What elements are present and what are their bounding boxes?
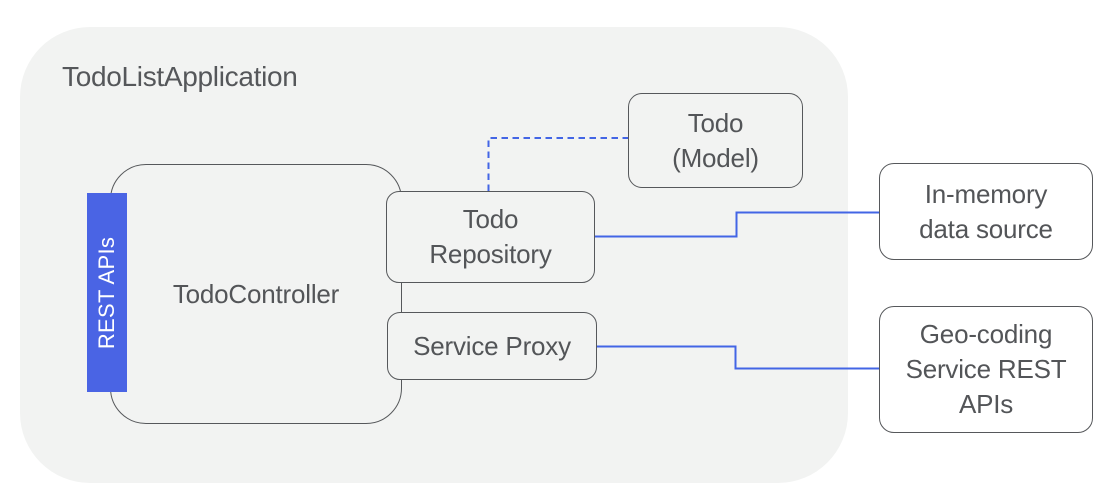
todo-controller-label: TodoController — [172, 278, 340, 309]
todo-repository-label: Todo Repository — [429, 204, 552, 269]
inmemory-data-source-label: In-memory data source — [919, 178, 1053, 244]
node-inmemory-data-source: In-memory data source — [879, 163, 1093, 260]
todo-model-label: Todo (Model) — [672, 107, 759, 173]
connector-proxy-to-geocoding — [597, 345, 879, 370]
rest-apis-badge: REST APIs — [87, 193, 127, 392]
node-todo-controller: TodoController — [110, 164, 402, 424]
rest-apis-badge-label: REST APIs — [94, 236, 119, 349]
geocoding-service-label: Geo-coding Service REST APIs — [905, 319, 1067, 419]
connector-repository-to-inmemory — [595, 211, 879, 238]
service-proxy-label: Service Proxy — [413, 330, 571, 361]
node-todo-model: Todo (Model) — [628, 93, 803, 188]
node-todo-repository: Todo Repository — [386, 191, 595, 283]
diagram-title: TodoListApplication — [62, 61, 298, 92]
connector-repository-to-model-dashed — [487, 137, 628, 191]
node-geocoding-service-rest-apis: Geo-coding Service REST APIs — [879, 306, 1093, 433]
node-service-proxy: Service Proxy — [387, 312, 597, 380]
